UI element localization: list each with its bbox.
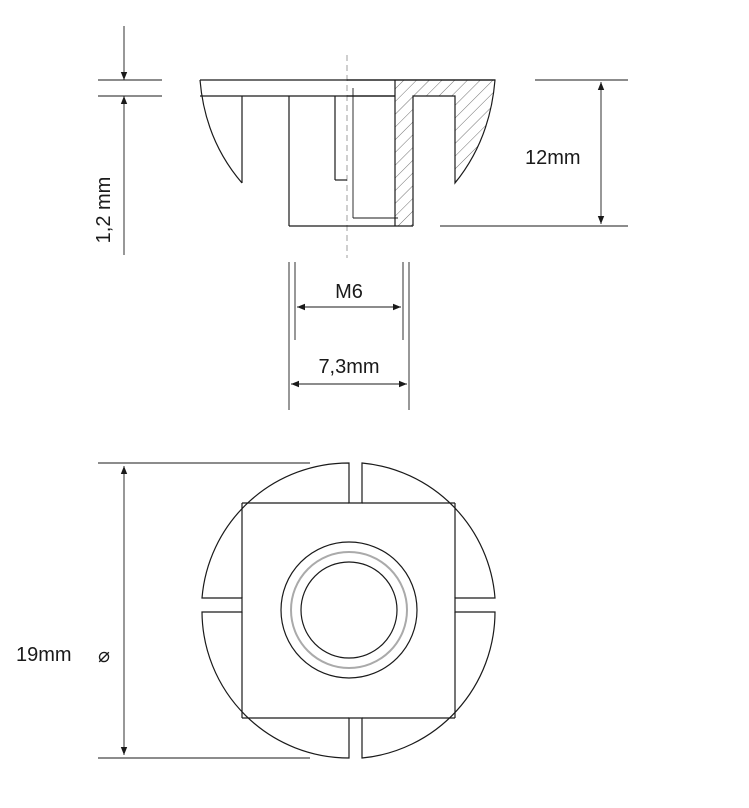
diameter-symbol: ⌀ [98,645,110,667]
flange-diameter-label: 19mm [16,644,72,666]
barrel-diameter-label: 7,3mm [318,356,379,378]
height-label: 12mm [525,147,581,169]
left-prong-outer [199,79,243,184]
section-outline [395,79,496,226]
top-view: 19mm ⌀ [16,462,496,759]
barrel-outer-circle [280,541,418,679]
thread-label: M6 [335,281,363,303]
side-view: 1,2 mm 12mm M6 7,3mm [93,26,628,410]
bore-circle [300,561,398,659]
flange-outline [201,462,496,759]
thread-circle [290,551,408,669]
section-hatch [395,80,495,226]
flange-thickness-label: 1,2 mm [93,177,115,244]
